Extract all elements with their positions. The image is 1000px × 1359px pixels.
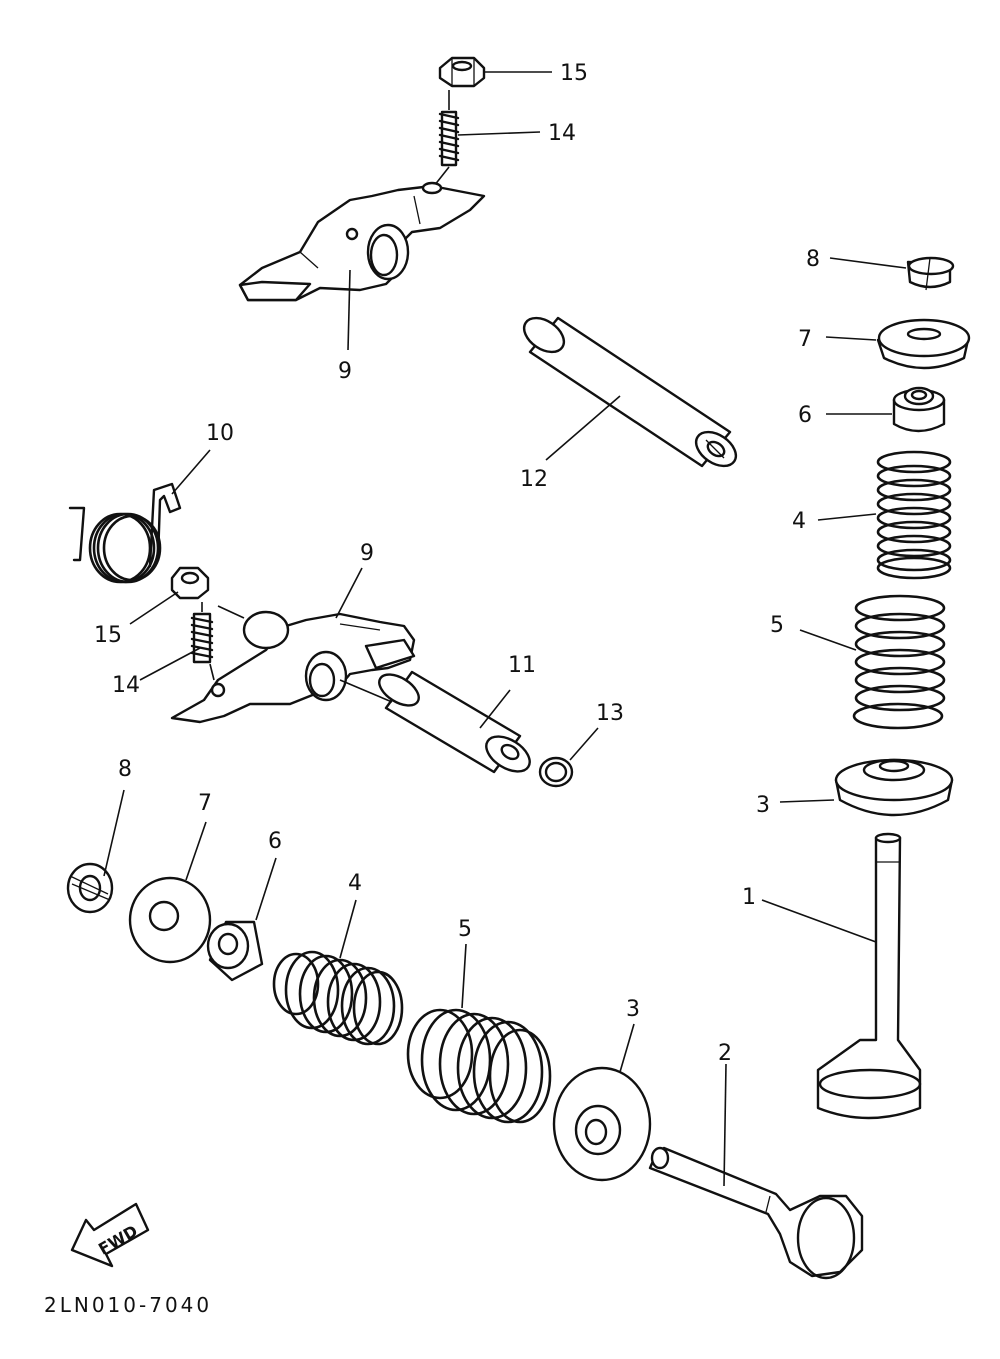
leader-7b [185, 821, 207, 881]
leader-9b [335, 567, 363, 619]
callout-c6b: 6 [268, 829, 282, 854]
callout-c9b: 9 [360, 541, 374, 566]
leader-14b [139, 647, 201, 681]
leader-11-shaft [339, 679, 393, 703]
callout-c15b: 15 [94, 623, 122, 648]
part-12-rocker-shaft-upper [522, 316, 738, 468]
part-9-rocker-arm-upper [238, 181, 486, 302]
drawing-code: 2LN010-7040 [44, 1293, 212, 1317]
part-6-valve-stem-seal-right [892, 386, 946, 433]
leader-5a [799, 629, 857, 651]
callout-c3b: 3 [626, 997, 640, 1022]
callout-c12: 12 [520, 467, 548, 492]
callout-c5b: 5 [458, 917, 472, 942]
callout-c9a: 9 [338, 359, 352, 384]
callout-c14a: 14 [548, 121, 576, 146]
callout-c1: 1 [742, 885, 756, 910]
part-15-nut-upper [438, 56, 486, 88]
callout-c8b: 8 [118, 757, 132, 782]
part-6-valve-stem-seal-left [206, 920, 264, 982]
part-11-rocker-shaft-lower [378, 670, 531, 774]
part-10-torsion-spring [68, 482, 182, 584]
part-1-valve-right [816, 832, 922, 1120]
part-15-nut-left [170, 566, 210, 600]
part-9-rocker-arm-lower [170, 605, 416, 724]
leader-5b [461, 943, 467, 1009]
leader-4b [339, 899, 357, 959]
fwd-arrow-icon: FWD [70, 1202, 150, 1268]
callout-c4a: 4 [792, 509, 806, 534]
leader-13 [569, 727, 599, 761]
leader-4a [817, 513, 877, 521]
leader-1 [761, 899, 877, 943]
leader-9a [347, 269, 351, 351]
callout-c2: 2 [718, 1041, 732, 1066]
part-3-spring-seat-right [834, 758, 954, 817]
leader-14a [457, 131, 541, 136]
callout-c8a: 8 [806, 247, 820, 272]
part-4-outer-spring-left [272, 950, 404, 1046]
callout-c7a: 7 [798, 327, 812, 352]
part-3-spring-seat-left [552, 1066, 652, 1182]
part-8-valve-cotter-left [66, 862, 114, 914]
leader-3a [779, 799, 835, 803]
callout-c11: 11 [508, 653, 536, 678]
callout-c4b: 4 [348, 871, 362, 896]
callout-c15a: 15 [560, 61, 588, 86]
part-7-spring-retainer-left [128, 876, 212, 964]
part-7-spring-retainer-right [876, 318, 971, 370]
callout-c6a: 6 [798, 403, 812, 428]
part-4-outer-spring-right [876, 450, 952, 580]
callout-c3a: 3 [756, 793, 770, 818]
callout-c7b: 7 [198, 791, 212, 816]
leader-3b [619, 1023, 635, 1073]
part-14-adjuster-screw-upper [433, 90, 460, 187]
leader-8b [103, 789, 125, 877]
callout-c10: 10 [206, 421, 234, 446]
callout-c13: 13 [596, 701, 624, 726]
part-14-adjuster-screw-left [190, 602, 215, 681]
part-5-inner-spring-right [852, 594, 946, 730]
leader-12 [545, 395, 621, 461]
callout-c5a: 5 [770, 613, 784, 638]
leader-6b [255, 857, 277, 921]
leader-10 [171, 449, 211, 495]
part-5-inner-spring-left [406, 1008, 552, 1124]
part-13-o-ring [538, 756, 574, 788]
leader-8a [829, 257, 907, 269]
part-8-valve-cotter-right [906, 256, 955, 291]
leader-11 [479, 689, 511, 729]
leader-2 [723, 1063, 727, 1187]
callout-c14b: 14 [112, 673, 140, 698]
leader-7a [825, 336, 877, 341]
part-2-valve-left [648, 1146, 864, 1280]
leader-15b [129, 591, 179, 625]
